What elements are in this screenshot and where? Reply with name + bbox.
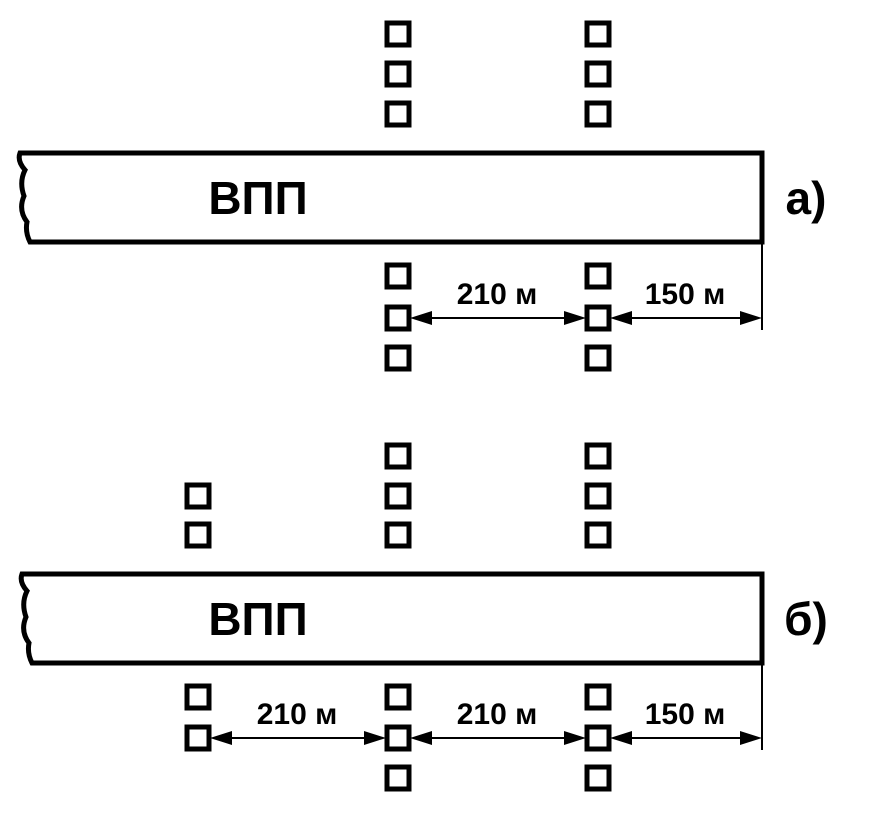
panel-a: ВПП а) 210 м <box>16 20 827 372</box>
runway-strip-b <box>18 571 765 666</box>
upper-lights-a <box>384 20 612 128</box>
dimension-a-2: 150 м <box>610 278 762 325</box>
dimension-label-b-3: 150 м <box>645 698 726 731</box>
light-square <box>384 482 412 510</box>
light-square <box>184 521 212 549</box>
light-square <box>184 482 212 510</box>
light-square <box>184 724 212 752</box>
panel-label-a: а) <box>786 172 827 224</box>
light-square <box>384 20 412 48</box>
light-square <box>584 60 612 88</box>
light-square <box>584 100 612 128</box>
light-square <box>384 521 412 549</box>
light-square <box>584 724 612 752</box>
light-square <box>584 683 612 711</box>
dimension-b-2: 210 м <box>410 698 586 745</box>
lower-lights-a <box>384 262 612 372</box>
dimension-label-a-2: 150 м <box>645 278 726 311</box>
dimension-label-b-2: 210 м <box>457 698 538 731</box>
light-square <box>584 344 612 372</box>
light-square <box>384 724 412 752</box>
panel-b: ВПП б) <box>18 442 828 792</box>
panel-label-b: б) <box>784 593 828 645</box>
runway-strip-a <box>16 150 765 245</box>
light-square <box>584 304 612 332</box>
dimension-b-3: 150 м <box>610 698 762 745</box>
runway-label-a: ВПП <box>208 172 307 224</box>
light-square <box>384 100 412 128</box>
light-square <box>584 442 612 470</box>
light-square <box>584 20 612 48</box>
dimension-label-b-1: 210 м <box>257 698 338 731</box>
light-square <box>184 683 212 711</box>
dimension-label-a-1: 210 м <box>457 278 538 311</box>
light-square <box>584 521 612 549</box>
runway-label-b: ВПП <box>208 593 307 645</box>
light-square <box>584 482 612 510</box>
light-square <box>584 764 612 792</box>
light-square <box>384 764 412 792</box>
light-square <box>384 683 412 711</box>
light-square <box>384 60 412 88</box>
light-square <box>384 304 412 332</box>
dimension-b-1: 210 м <box>210 698 386 745</box>
light-square <box>384 262 412 290</box>
lower-lights-b <box>184 683 612 792</box>
dimension-a-1: 210 м <box>410 278 586 325</box>
upper-lights-b <box>184 442 612 549</box>
light-square <box>584 262 612 290</box>
light-square <box>384 344 412 372</box>
light-square <box>384 442 412 470</box>
